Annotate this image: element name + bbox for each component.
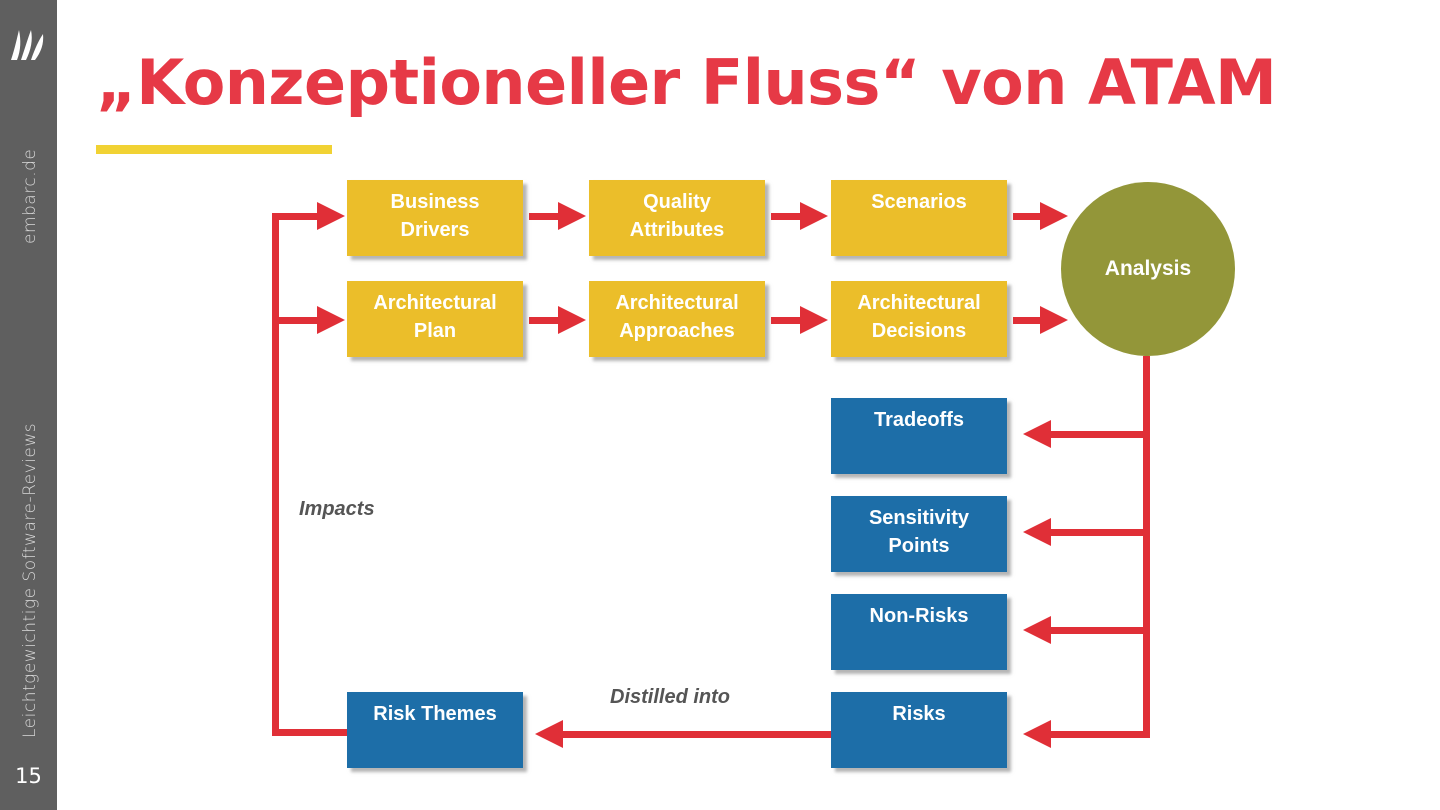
arrow-head <box>800 202 828 230</box>
scenarios-box: Scenarios <box>831 180 1007 256</box>
architectural-plan-box: Architectural Plan <box>347 281 523 357</box>
sensitivity-points-box: Sensitivity Points <box>831 496 1007 572</box>
risk-themes-label: Risk Themes <box>373 703 497 725</box>
arrow-head <box>317 202 345 230</box>
risks-label: Risks <box>892 703 946 725</box>
distilled-into-label: Distilled into <box>610 686 730 708</box>
scenarios-label: Scenarios <box>871 191 967 213</box>
architectural-decisions-label: Architectural Decisions <box>857 292 981 342</box>
arrow-head <box>1040 202 1068 230</box>
sensitivity-points-label: Sensitivity Points <box>868 507 970 557</box>
architectural-approaches-box: Architectural Approaches <box>589 281 765 357</box>
arrow-head <box>1023 518 1051 546</box>
tradeoffs-label: Tradeoffs <box>873 409 965 431</box>
sidebar-site-label: embarc.de <box>20 148 40 244</box>
arrow-head <box>535 720 563 748</box>
flow-arrows <box>272 202 1150 748</box>
analysis-circle: Analysis <box>1061 182 1235 356</box>
architectural-plan-label: Architectural Plan <box>373 292 497 342</box>
arrow-head <box>317 306 345 334</box>
business-drivers-box: Business Drivers <box>347 180 523 256</box>
arrow-head <box>1023 616 1051 644</box>
sidebar-tagline: Leichtgewichtige Software-Reviews <box>20 422 40 738</box>
sidebar: embarc.de Leichtgewichtige Software-Revi… <box>0 0 57 810</box>
arrow-head <box>800 306 828 334</box>
non-risks-label: Non-Risks <box>869 605 969 627</box>
title-underline <box>96 145 332 154</box>
quality-attributes-box: Quality Attributes <box>589 180 765 256</box>
atam-flow-diagram: Business Drivers Quality Attributes Scen… <box>255 170 1255 790</box>
quality-attributes-label: Quality Attributes <box>629 191 725 241</box>
tradeoffs-box: Tradeoffs <box>831 398 1007 474</box>
embarc-logo-icon <box>11 30 44 60</box>
architectural-approaches-label: Architectural Approaches <box>615 292 739 342</box>
risks-box: Risks <box>831 692 1007 768</box>
arrow-head <box>558 306 586 334</box>
slide-title: „Konzeptioneller Fluss“ von ATAM <box>96 46 1277 119</box>
business-drivers-label: Business Drivers <box>390 191 480 241</box>
analysis-label: Analysis <box>1104 257 1192 280</box>
page-number: 15 <box>15 764 42 788</box>
arrow-head <box>1023 720 1051 748</box>
arrow-head <box>1023 420 1051 448</box>
arrow-head <box>558 202 586 230</box>
impacts-label: Impacts <box>299 498 375 520</box>
arrow-head <box>1040 306 1068 334</box>
architectural-decisions-box: Architectural Decisions <box>831 281 1007 357</box>
non-risks-box: Non-Risks <box>831 594 1007 670</box>
risk-themes-box: Risk Themes <box>347 692 523 768</box>
